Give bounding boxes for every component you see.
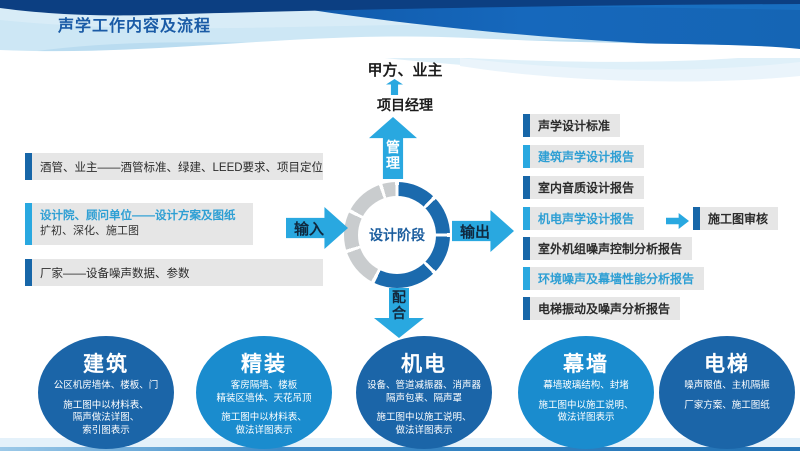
design-stage-ring: 设计阶段 — [344, 182, 450, 288]
input-box-text: 厂家——设备噪声数据、参数 — [40, 267, 190, 280]
accent-bar — [25, 203, 32, 245]
discipline-method: 施工图中以施工说明、 做法详图表示 — [376, 412, 472, 436]
input-box-hotel-owner: 酒管、业主——酒管标准、绿建、LEED要求、项目定位 — [25, 153, 323, 180]
discipline-title: 幕墙 — [563, 353, 609, 376]
discipline-method: 厂家方案、施工图纸 — [684, 399, 770, 411]
discipline-method: 施工图中以材料表、 做法详图表示 — [221, 412, 307, 436]
output-row-label: 环境噪声及幕墙性能分析报告 — [538, 272, 695, 286]
input-arrow-label: 输入 — [294, 220, 325, 238]
design-stage-hole: 设计阶段 — [358, 196, 436, 274]
output-row-label: 电梯振动及噪声分析报告 — [538, 302, 671, 316]
accent-bar — [523, 145, 530, 168]
output-row-label: 室外机组噪声控制分析报告 — [538, 242, 683, 256]
discipline-circle-mep: 机电 设备、管道减振器、消声器 隔声包裹、隔声罩 施工图中以施工说明、 做法详图… — [356, 336, 492, 449]
discipline-scope: 客房隔墙、楼板 精装区墙体、天花吊顶 — [216, 380, 312, 404]
footer-line — [0, 447, 800, 451]
input-box-design-institute: 设计院、顾问单位——设计方案及图纸 扩初、深化、施工图 — [25, 203, 253, 245]
output-arrow-label: 输出 — [460, 223, 491, 241]
manage-arrow-label: 管 理 — [386, 139, 400, 171]
output-row-outdoor-unit-noise: 室外机组噪声控制分析报告 — [523, 237, 693, 260]
discipline-scope: 幕墙玻璃结构、封堵 — [543, 380, 629, 391]
output-row-label: 室内音质设计报告 — [538, 181, 635, 195]
right-arrow-icon — [666, 213, 689, 229]
accent-bar — [693, 207, 700, 230]
output-row-label: 机电声学设计报告 — [538, 212, 635, 226]
discipline-scope: 噪声限值、主机隔振 — [684, 380, 770, 391]
output-row-environmental-noise: 环境噪声及幕墙性能分析报告 — [523, 267, 705, 290]
up-arrow-icon — [386, 79, 403, 95]
client-owner-label: 甲方、业主 — [367, 62, 443, 79]
output-row-label: 建筑声学设计报告 — [538, 150, 635, 164]
input-box-manufacturer: 厂家——设备噪声数据、参数 — [25, 259, 323, 286]
output-row-mep-acoustics: 机电声学设计报告 — [523, 207, 645, 230]
discipline-circle-curtain-wall: 幕墙 幕墙玻璃结构、封堵 施工图中以施工说明、 做法详图表示 — [518, 336, 654, 449]
output-row-architectural-acoustics: 建筑声学设计报告 — [523, 145, 645, 168]
output-row-label: 声学设计标准 — [538, 119, 611, 133]
review-box: 施工图审核 — [693, 207, 779, 230]
discipline-title: 建筑 — [83, 353, 129, 376]
input-box-subtext: 扩初、深化、施工图 — [40, 225, 139, 237]
discipline-circle-elevator: 电梯 噪声限值、主机隔振 厂家方案、施工图纸 — [659, 336, 795, 449]
accent-bar — [25, 153, 32, 180]
discipline-method: 施工图中以施工说明、 做法详图表示 — [538, 399, 634, 424]
page-title: 声学工作内容及流程 — [58, 18, 212, 35]
accent-bar — [523, 297, 530, 320]
discipline-circle-architecture: 建筑 公区机房墙体、楼板、门 施工图中以材料表、 隔声做法详图、 索引图表示 — [38, 336, 174, 449]
output-row-room-acoustics: 室内音质设计报告 — [523, 176, 645, 199]
discipline-title: 机电 — [401, 353, 447, 376]
input-arrow: 输入 — [286, 207, 348, 249]
output-arrow: 输出 — [452, 210, 514, 252]
input-box-text: 酒管、业主——酒管标准、绿建、LEED要求、项目定位 — [40, 161, 324, 174]
coordinate-arrow-label: 配 合 — [392, 289, 406, 321]
accent-bar — [523, 237, 530, 260]
accent-bar — [25, 259, 32, 286]
output-row-acoustic-standard: 声学设计标准 — [523, 114, 621, 137]
coordinate-arrow: 配 合 — [374, 288, 424, 338]
project-manager-label: 项目经理 — [377, 97, 433, 113]
accent-bar — [523, 267, 530, 290]
discipline-title: 精装 — [241, 353, 287, 376]
design-stage-label: 设计阶段 — [369, 227, 425, 243]
review-box-label: 施工图审核 — [708, 212, 769, 226]
accent-bar — [523, 176, 530, 199]
input-box-text: 设计院、顾问单位——设计方案及图纸 — [40, 210, 236, 222]
discipline-circle-interior: 精装 客房隔墙、楼板 精装区墙体、天花吊顶 施工图中以材料表、 做法详图表示 — [196, 336, 332, 449]
discipline-scope: 公区机房墙体、楼板、门 — [53, 380, 159, 391]
output-row-elevator-vibration: 电梯振动及噪声分析报告 — [523, 297, 681, 320]
discipline-title: 电梯 — [704, 353, 750, 376]
accent-bar — [523, 114, 530, 137]
discipline-method: 施工图中以材料表、 隔声做法详图、 索引图表示 — [63, 399, 149, 436]
manage-arrow: 管 理 — [369, 117, 417, 179]
accent-bar — [523, 207, 530, 230]
discipline-scope: 设备、管道减振器、消声器 隔声包裹、隔声罩 — [366, 380, 481, 404]
